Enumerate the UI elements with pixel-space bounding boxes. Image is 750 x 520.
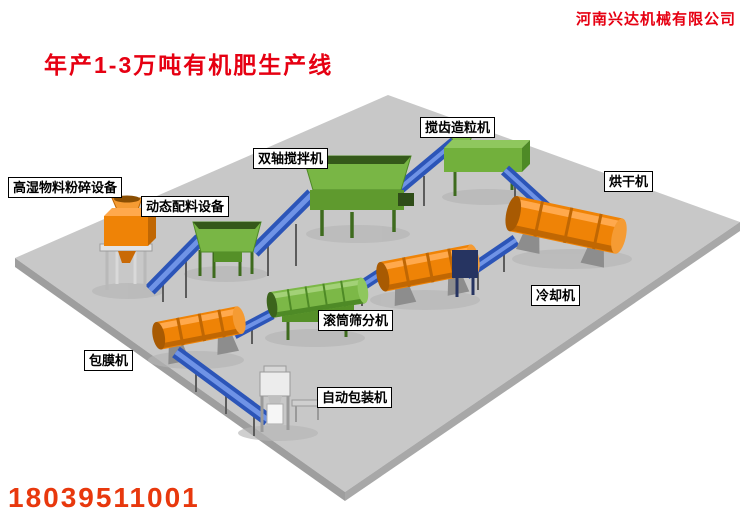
machine-label-mixer: 双轴搅拌机 bbox=[253, 148, 329, 169]
machine-crusher bbox=[99, 195, 156, 290]
machine-label-cooler: 冷却机 bbox=[531, 285, 581, 306]
machine-granulator bbox=[444, 125, 530, 196]
conveyor-crusher-to-batching bbox=[145, 234, 205, 302]
conveyor-batching-to-mixer bbox=[249, 189, 317, 276]
machine-coating bbox=[152, 306, 246, 365]
machine-dryer bbox=[505, 195, 627, 268]
machine-packaging bbox=[259, 365, 323, 432]
conveyor-coating-to-packaging bbox=[172, 346, 272, 436]
phone-number: 18039511001 bbox=[8, 482, 200, 513]
machine-mixer bbox=[302, 155, 414, 238]
company-name: 河南兴达机械有限公司 bbox=[575, 11, 736, 28]
machine-label-dryer: 烘干机 bbox=[604, 171, 654, 192]
machine-label-granulator: 搅齿造粒机 bbox=[420, 117, 496, 138]
machine-screen bbox=[266, 277, 369, 340]
machine-label-packaging: 自动包装机 bbox=[317, 387, 393, 408]
machine-batching bbox=[192, 221, 262, 278]
machine-label-screen: 滚筒筛分机 bbox=[318, 310, 394, 331]
machine-label-batching: 动态配料设备 bbox=[141, 196, 230, 217]
page-title: 年产1-3万吨有机肥生产线 bbox=[44, 52, 334, 78]
machine-label-coating: 包膜机 bbox=[84, 350, 134, 371]
machine-label-crusher: 高湿物料粉碎设备 bbox=[8, 177, 123, 198]
cooler-discharge-hood-icon bbox=[452, 250, 478, 297]
